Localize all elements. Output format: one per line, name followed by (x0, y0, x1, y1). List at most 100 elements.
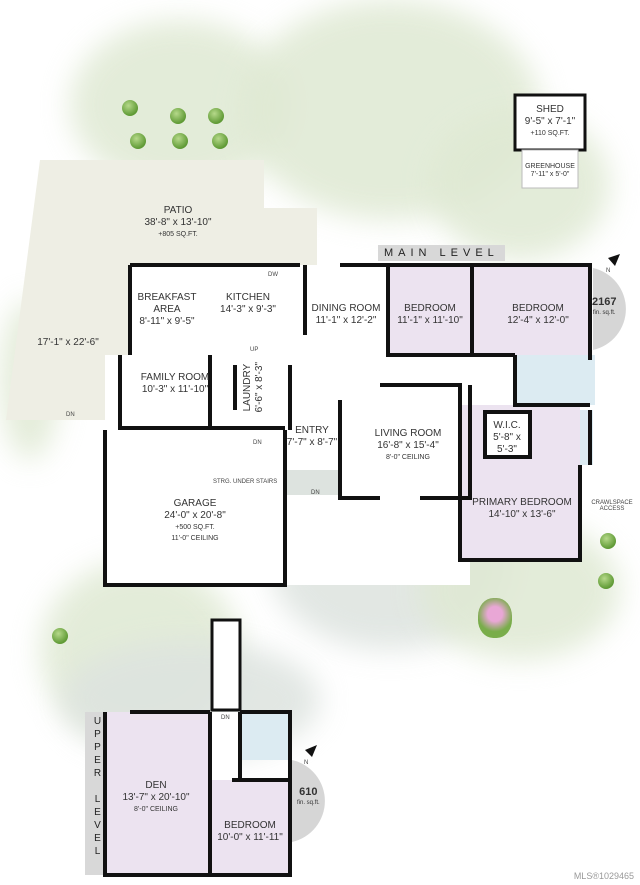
room-dims: 8'-11" x 9'-5" (139, 316, 195, 327)
room-name: FAMILY ROOM (140, 372, 210, 383)
stairs-down-label: DN (311, 490, 320, 496)
room-name: DEN (145, 780, 167, 791)
room-name: ENTRY (295, 425, 329, 436)
room-dims: 11'-1" x 12'-2" (315, 315, 377, 326)
patio-area (6, 160, 317, 420)
storage-label: STRG. UNDER STAIRS (213, 479, 278, 485)
shrub-icon (598, 573, 614, 589)
stairs-down-label: DN (221, 715, 230, 721)
room-dims: 7'-11" x 5'-0" (530, 171, 570, 178)
upper-bedroom-fill (210, 780, 290, 875)
front-steps (285, 470, 340, 495)
room-dims: 9'-5" x 7'-1" (524, 116, 576, 127)
north-label: N (606, 268, 611, 274)
sqft-unit: fin. sq.ft. (297, 800, 320, 806)
north-arrow-icon (608, 254, 620, 266)
shrub-icon (212, 133, 228, 149)
ceiling-height: 11'-0" CEILING (171, 535, 219, 542)
sqft-unit: fin. sq.ft. (592, 310, 616, 316)
room-name: LAUNDRY (242, 363, 253, 411)
shrub-icon (600, 533, 616, 549)
sqft-value: 610 (299, 786, 318, 798)
room-area: +500 SQ.FT. (175, 524, 215, 531)
main-level-label: MAIN LEVEL (378, 245, 505, 261)
room-dims: 14'-3" x 9'-3" (220, 304, 276, 315)
shrub-icon (208, 108, 224, 124)
upper-bath-fill (240, 712, 290, 760)
patio-side-dims: 17'-1" x 22'-6" (37, 337, 99, 348)
north-arrow-icon (305, 745, 317, 757)
room-dims: 14'-10" x 13'-6" (488, 509, 556, 520)
room-name: PRIMARY BEDROOM (472, 497, 572, 508)
stairs-up-label: UP (250, 347, 259, 353)
room-area: +805 SQ.FT. (158, 231, 198, 238)
room-dims: 10'-0" x 11'-11" (217, 832, 283, 843)
shrub-icon (52, 628, 68, 644)
main-sqft: 2167 fin. sq.ft. (592, 297, 616, 319)
crawlspace-label: CRAWLSPACE ACCESS (591, 500, 633, 512)
flowering-shrub-icon (478, 598, 512, 638)
dishwasher-label: DW (268, 272, 278, 278)
greenhouse-outline (521, 149, 579, 189)
room-name: W.I.C. (493, 420, 521, 431)
room-dims: 38'-8" x 13'-10" (144, 217, 212, 228)
room-dims: 16'-8" x 15'-4" (377, 440, 439, 451)
shrub-icon (172, 133, 188, 149)
shrub-icon (122, 100, 138, 116)
room-wic: W.I.C.5'-8" x 5'-3" (487, 420, 527, 456)
room-name: BREAKFAST AREA (137, 292, 197, 315)
room-name: BEDROOM (404, 303, 456, 314)
mls-number: MLS®1029465 (573, 871, 634, 881)
room-dims: 5'-8" x 5'-3" (493, 432, 521, 455)
stairs-down-label: DN (66, 412, 75, 418)
room-area: +110 SQ.FT. (530, 130, 570, 137)
main-sqft-badge (593, 268, 626, 350)
room-name: LIVING ROOM (374, 428, 442, 439)
shrub-icon (130, 133, 146, 149)
shrub-icon (170, 108, 186, 124)
north-label: N (304, 760, 309, 766)
bath-fill (515, 355, 595, 405)
room-name: SHED (536, 104, 564, 115)
room-name: KITCHEN (226, 292, 270, 303)
room-name: GREENHOUSE (525, 163, 575, 170)
room-dims: 12'-4" x 12'-0" (507, 315, 569, 326)
upper-level-label: UPPER LEVEL (85, 712, 103, 875)
sqft-value: 2167 (592, 296, 617, 308)
room-dims: 6'-6" x 8'-3" (254, 362, 265, 413)
room-name: BEDROOM (224, 820, 276, 831)
ceiling-height: 8'-0" CEILING (386, 454, 430, 461)
room-dims: 10'-3" x 11'-10" (141, 384, 209, 395)
room-name: BEDROOM (512, 303, 564, 314)
bedroom-fill (388, 265, 590, 355)
upper-sqft: 610 fin. sq.ft. (297, 787, 320, 809)
room-dims: 24'-0" x 20'-8" (164, 510, 226, 521)
stairs-down-label: DN (253, 440, 262, 446)
room-name: DINING ROOM (311, 303, 381, 314)
room-dims: 13'-7" x 20'-10" (122, 792, 190, 803)
room-dims: 11'-1" x 11'-10" (397, 315, 463, 326)
upper-stairs (210, 618, 242, 712)
room-name: PATIO (163, 205, 193, 216)
den-fill (105, 712, 210, 875)
shed-outline (513, 93, 587, 152)
room-name: GARAGE (173, 498, 217, 509)
ceiling-height: 8'-0" CEILING (134, 806, 178, 813)
